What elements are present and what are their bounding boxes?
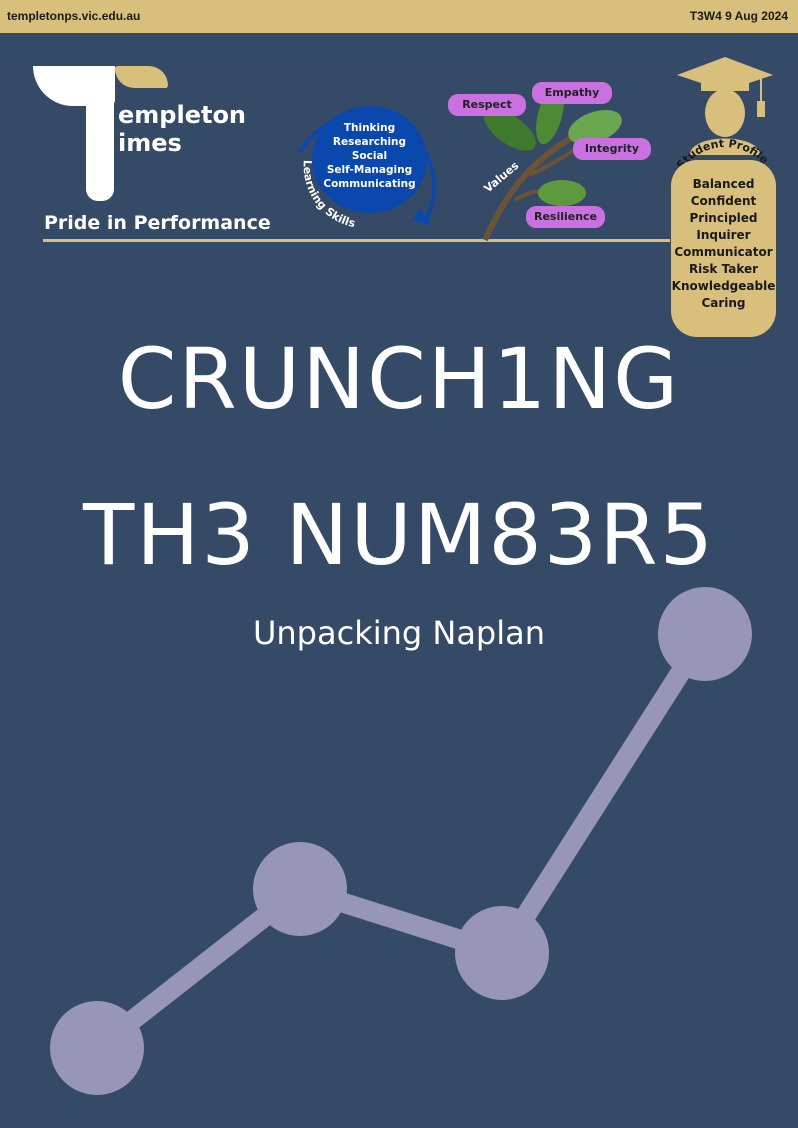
top-bar: templetonps.vic.edu.au T3W4 9 Aug 2024: [0, 0, 798, 33]
learning-skill: Researching: [332, 136, 407, 148]
plant-icon: Values: [482, 85, 622, 242]
issue-date: T3W4 9 Aug 2024: [689, 9, 788, 23]
learning-skill: Thinking: [343, 122, 396, 134]
profile-trait: Principled: [689, 211, 758, 225]
cover-subtitle: Unpacking Naplan: [252, 614, 546, 652]
masthead-divider: [43, 239, 670, 242]
value-pill: Integrity: [573, 138, 651, 160]
learning-skill: Social: [351, 150, 388, 162]
learning-skills-circle: Thinking Researching Social Self-Managin…: [312, 106, 427, 213]
line-graph-icon: [50, 587, 752, 1095]
student-profile-panel: Balanced Confident Principled Inquirer C…: [671, 160, 776, 337]
value-pill: Resilience: [526, 206, 605, 228]
profile-trait: Risk Taker: [688, 262, 759, 276]
website-url[interactable]: templetonps.vic.edu.au: [7, 9, 141, 23]
profile-trait: Balanced: [692, 177, 755, 191]
profile-trait: Inquirer: [696, 228, 751, 242]
masthead-name-line1: empleton: [118, 101, 247, 129]
profile-trait: Knowledgeable: [671, 279, 776, 293]
logo-leaf-icon: [115, 66, 168, 88]
cover-title-line1: CRUNCH1NG: [117, 330, 681, 428]
value-pill: Respect: [448, 94, 526, 116]
learning-skill: Self-Managing: [326, 164, 413, 176]
learning-skill: Communicating: [323, 178, 416, 190]
masthead-name-line2: imes: [118, 129, 182, 157]
profile-trait: Communicator: [674, 245, 773, 259]
logo-t-stem: [86, 96, 114, 201]
value-pill: Empathy: [532, 82, 612, 104]
profile-trait: Confident: [690, 194, 757, 208]
cover-title-line2: TH3 NUM83R5: [82, 486, 716, 584]
profile-trait: Caring: [701, 296, 746, 310]
motto: Pride in Performance: [44, 212, 271, 234]
